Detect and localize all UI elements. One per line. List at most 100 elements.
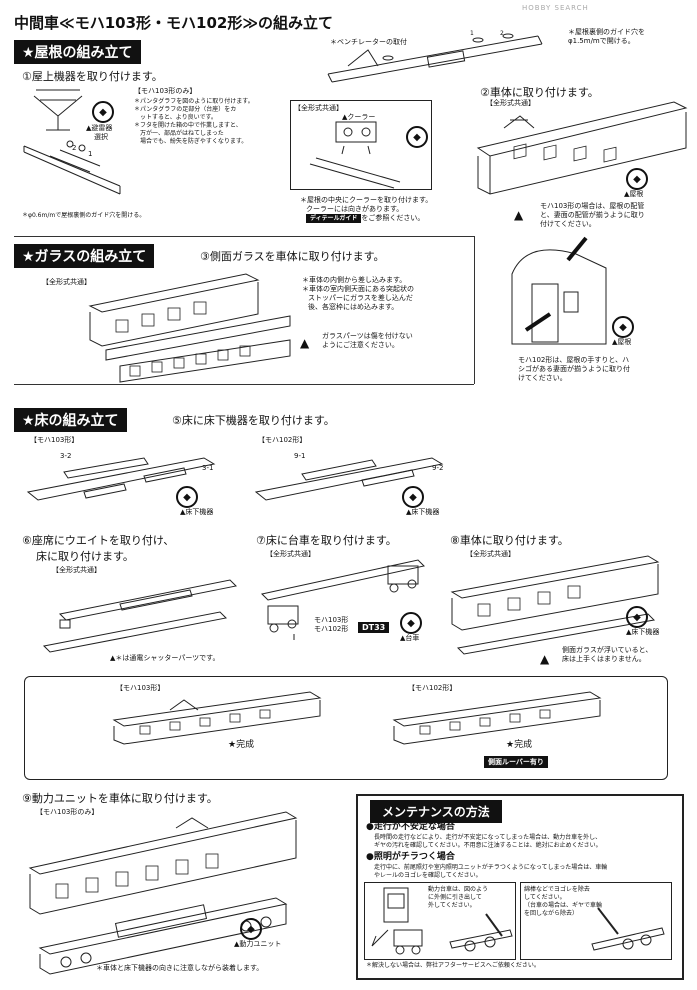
note-line: ＊フタを開けた箱の中で作業しますと、	[134, 122, 242, 129]
note-line: と、妻面の配管が揃うように取り	[540, 211, 645, 219]
bogie-drawing	[260, 559, 426, 640]
note-line: ＊パンタグラフの足部分（台座）をカ	[134, 106, 237, 113]
car-end-drawing	[511, 236, 607, 345]
floor-step8: ⑧車体に取り付けます。	[450, 534, 569, 547]
maint-panel-2-text: 綿棒などでヨゴレを除去 してください。 （台車の場合は、ギヤで車輪 を回しながら…	[524, 886, 602, 918]
note-line: 長時間の走行などにより、走行が不安定になってしまった場合は、動力台車を外し、	[374, 834, 602, 841]
note-line: 綿棒などでヨゴレを除去	[524, 886, 590, 893]
note-line: ＊車体の内側から差し込みます。	[302, 276, 407, 284]
glass-drawing	[88, 273, 291, 383]
maint-heading-unstable: ●走行が不安定な場合	[366, 822, 455, 832]
cooler-icon: ◆	[406, 126, 428, 148]
maintenance-title: メンテナンスの方法	[370, 800, 502, 823]
page-title: 中間車≪モハ103形・モハ102形≫の組み立て	[14, 14, 334, 32]
floor-step5: ⑤床に床下機器を取り付けます。	[172, 414, 335, 427]
detail-guide-badge: ディテールガイド	[306, 214, 362, 223]
louver-badge: 側面ルーバー有り	[484, 756, 548, 768]
note-line: ＊車体の室内側天面にある突起状の	[302, 285, 414, 293]
part-number: 3-2	[60, 452, 72, 460]
power-unit-note: ＊車体と床下機器の向きに注意しながら装着します。	[96, 964, 264, 972]
moha102-note: モハ102形は、屋根の手すりと、ハ シゴがある妻面が揃うように取り付 けてくださ…	[518, 356, 630, 383]
roof-label: ▲屋根	[612, 338, 632, 346]
part-number: 2	[72, 144, 77, 152]
note-line: ギヤの汚れを確認してください。不用意に注油することは、絶対にお止めください。	[374, 842, 602, 849]
part-number: 2	[500, 30, 504, 37]
note-line: 走行中に、前尾照灯や室内照明ユニットがチラつくようになってしまった場合は、車輪	[374, 864, 608, 871]
bogie-icon: ◆	[400, 612, 422, 634]
maint-footer: ＊解決しない場合は、弊社アフターサービスへご依頼ください。	[366, 962, 540, 969]
power-unit-drawing	[28, 811, 298, 975]
caution-icon: ▲	[540, 652, 550, 666]
maint-panel-1	[364, 882, 516, 960]
ventilator-label: ＊ベンチレーターの取付	[330, 38, 407, 46]
part-number: 1	[470, 30, 474, 37]
roof-icon: ◆	[612, 316, 634, 338]
note-line: 床は上手くはまりません。	[562, 655, 646, 663]
all-types-label: 【全形式共通】	[466, 550, 515, 558]
floor-step6: ⑥座席にウエイトを取り付け、 床に取り付けます。	[22, 532, 174, 564]
model-name: モハ102形	[314, 625, 349, 633]
maint-panel-1-text: 動力台車は、図のよう に外側に引き出して 外してください。	[428, 886, 488, 910]
glass-step3: ③側面ガラスを車体に取り付けます。	[200, 250, 385, 263]
glass-section-heading: ★ガラスの組み立て	[14, 244, 155, 268]
power-unit-icon: ◆	[240, 918, 262, 940]
underfloor-label: ▲床下機器	[626, 628, 660, 636]
all-types-label: 【全形式共通】	[266, 550, 315, 558]
underfloor-icon: ◆	[626, 606, 648, 628]
part-number: 9-1	[294, 452, 306, 460]
note-line: を回しながら除去）	[524, 910, 579, 917]
moha102-label: 【モハ102形】	[258, 436, 307, 444]
complete-label: ★完成	[506, 740, 533, 750]
roof-section-heading: ★屋根の組み立て	[14, 40, 141, 64]
body-attach-drawing	[450, 555, 660, 655]
cooler-drawing	[309, 121, 401, 189]
cleaning-drawing	[591, 907, 665, 951]
roof-hole-note: ＊屋根裏側のガイド穴を φ1.5m/mで開ける。	[568, 28, 645, 46]
glass-notes: ＊車体の内側から差し込みます。 ＊車体の室内側天面にある突起状の ストッパーにガ…	[302, 276, 414, 312]
all-types-label: 【全形式共通】	[486, 99, 535, 107]
note-line: ＊屋根の中央にクーラーを取り付けます。	[300, 196, 433, 204]
maint-flicker-text: 走行中に、前尾照灯や室内照明ユニットがチラつくようになってしまった場合は、車輪 …	[374, 864, 607, 880]
roof-step2: ②車体に取り付けます。	[480, 86, 599, 99]
watermark: HOBBY SEARCH	[522, 4, 589, 12]
note-line: （台車の場合は、ギヤで車輪	[524, 902, 603, 909]
note-line: 側面ガラスが浮いていると、	[562, 646, 653, 654]
note-line: ようにご注意ください。	[322, 341, 399, 349]
all-types-label: 【全形式共通】	[42, 278, 91, 286]
pantograph-roof-drawing	[23, 89, 121, 195]
note-line: してください。	[524, 894, 566, 901]
cooler-label: ▲クーラー	[342, 113, 376, 121]
note-line: 万が一、部品がはねてしまった	[140, 130, 224, 137]
seat-weight-drawing	[42, 579, 238, 653]
maintenance-box	[356, 794, 684, 980]
completed-moha103-drawing	[112, 691, 322, 745]
note-line: ＊パンタグラフを図のように取り付けます。	[134, 98, 254, 105]
note-line: 動力台車は、図のよう	[428, 886, 489, 893]
roof-icon: ◆	[626, 168, 648, 190]
underfloor-label: ▲床下機器	[180, 508, 214, 516]
note-line: をご参照ください。	[361, 214, 425, 222]
wheel-drawing	[449, 913, 513, 952]
floor-section-heading: ★床の組み立て	[14, 408, 127, 432]
glass-caution: ガラスパーツは傷を付けない ようにご注意ください。	[322, 332, 413, 350]
note-line: ＊屋根裏側のガイド穴を	[568, 28, 645, 36]
note-line: クーラーには向きがあります。	[306, 205, 404, 213]
note-line: φ1.5m/mで開ける。	[568, 37, 635, 45]
model-name: モハ103形	[314, 616, 349, 624]
moha103-pipe-note: モハ103形の場合は、屋根の配管 と、妻面の配管が揃うように取り 付けてください…	[540, 202, 645, 229]
part-number: 1	[88, 150, 93, 158]
power-step9: ⑨動力ユニットを車体に取り付けます。	[22, 792, 218, 805]
complete-moha103-label: 【モハ103形】	[116, 684, 165, 692]
lightning-arrester-label: ▲避雷器	[86, 124, 113, 132]
note-line: 外してください。	[428, 902, 476, 909]
bogie-label: ▲台車	[400, 634, 420, 642]
complete-moha102-label: 【モハ102形】	[408, 684, 457, 692]
part-number: 9-2	[432, 464, 444, 472]
moha103-only-label: 【モハ103形のみ】	[134, 87, 197, 95]
note-line: モハ103形の場合は、屋根の配管	[540, 202, 645, 210]
lightning-arrester-icon: ◆	[92, 101, 114, 123]
shutter-note: ▲＊は通電シャッターパーツです。	[110, 654, 220, 662]
guide-hole-note: ＊φ0.6m/mで屋根裏側のガイド穴を開ける。	[22, 212, 146, 219]
cooler-notes: ＊屋根の中央にクーラーを取り付けます。 クーラーには向きがあります。 ディテール…	[300, 196, 432, 223]
floor-moha103-drawing	[26, 457, 216, 501]
